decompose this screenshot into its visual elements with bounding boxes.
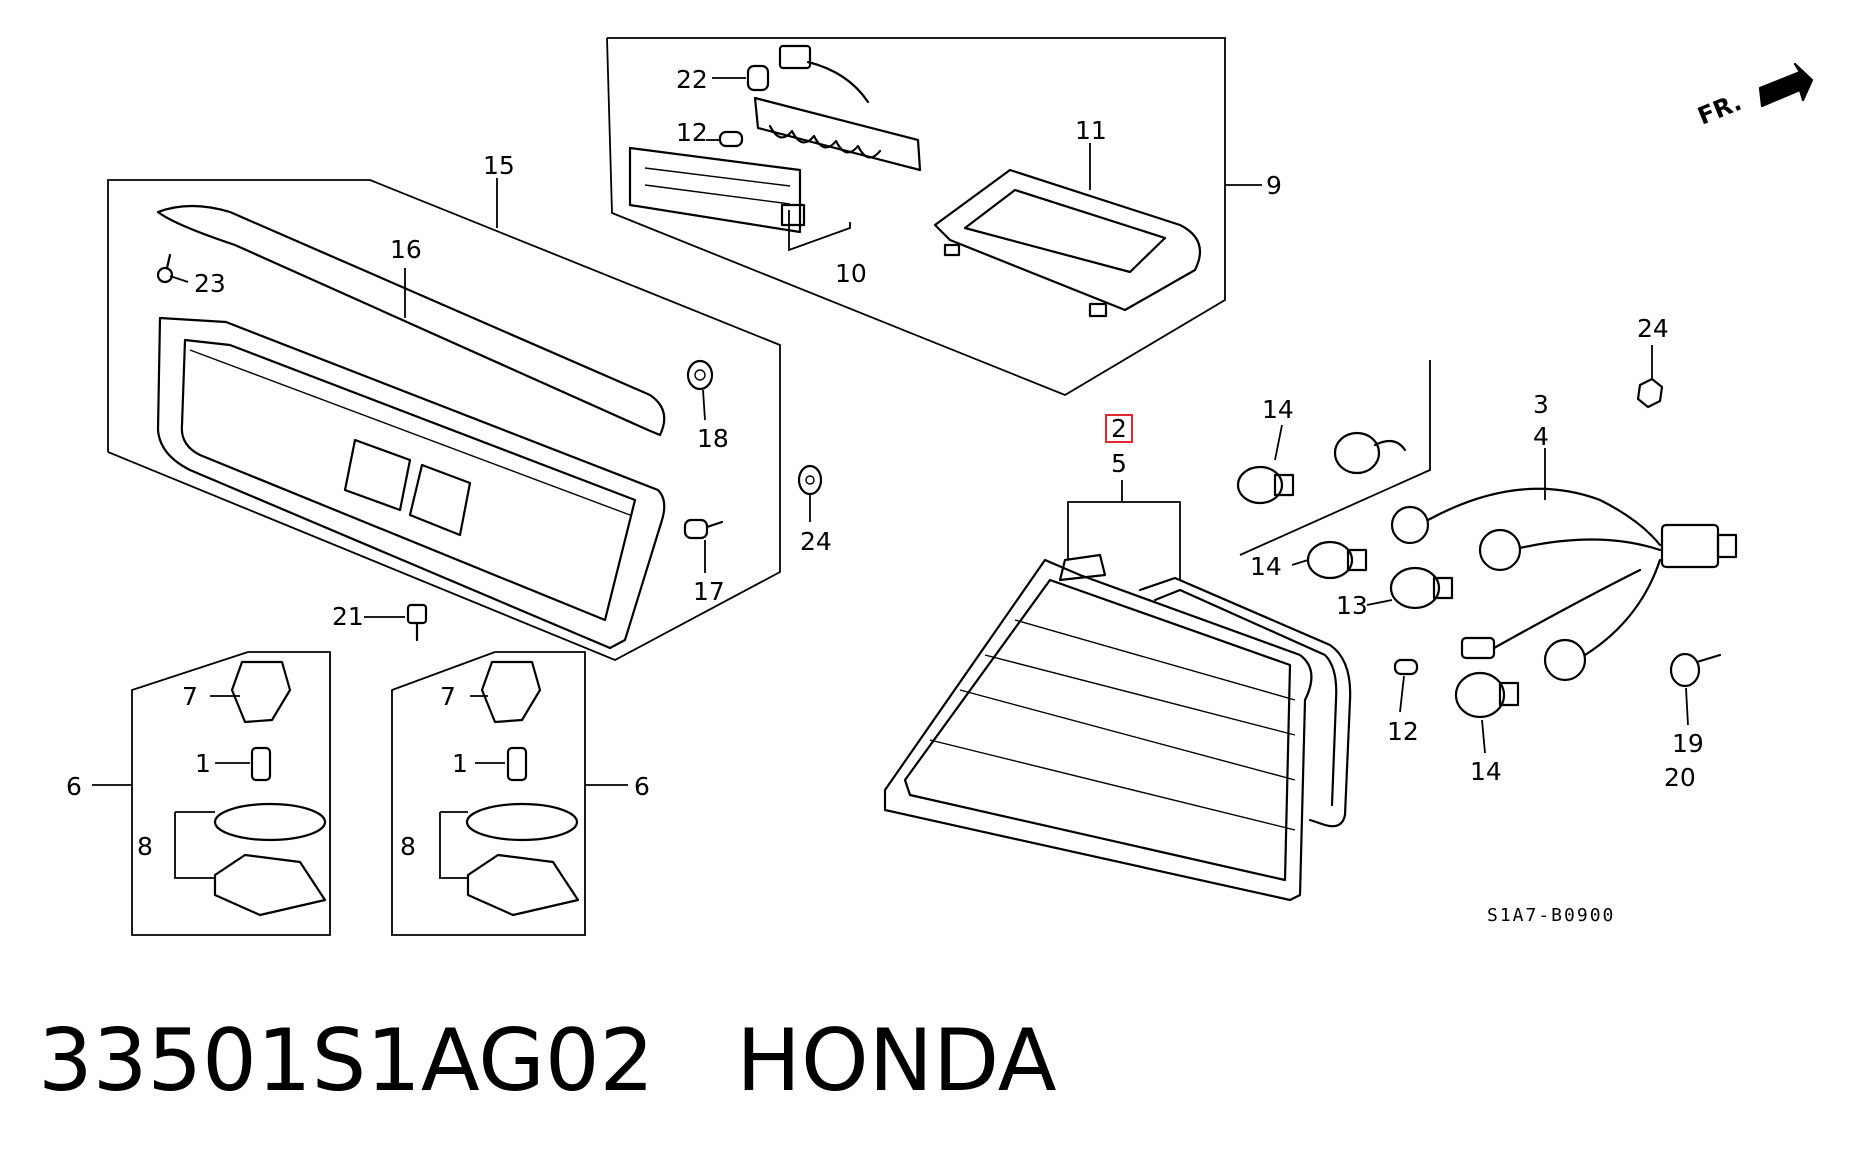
leader-lines	[92, 77, 1689, 879]
screw-19-20	[1669, 652, 1722, 688]
callout-5: 5	[1111, 449, 1127, 478]
bulb-13	[1389, 566, 1454, 610]
callout-11: 11	[1075, 116, 1107, 145]
callout-14-top: 14	[1262, 395, 1294, 424]
clip-22	[746, 64, 770, 92]
socket-top	[1333, 431, 1407, 475]
screw-23	[156, 253, 174, 284]
callout-2: 2	[1111, 414, 1127, 443]
screw-21	[406, 603, 428, 642]
callout-15: 15	[483, 151, 515, 180]
callout-6-left: 6	[66, 772, 82, 801]
caption-brand: HONDA	[736, 1011, 1057, 1111]
callout-18: 18	[697, 424, 729, 453]
callout-24-right: 24	[1637, 314, 1669, 343]
caption-part-number: 33501S1AG02	[38, 1011, 655, 1111]
callout-16: 16	[390, 235, 422, 264]
high-mount-light-cover	[933, 168, 1202, 318]
tail-light-lens	[883, 553, 1352, 902]
license-light-parts-left	[213, 660, 327, 917]
diagram-code: S1A7-B0900	[1487, 905, 1615, 926]
callout-9: 9	[1266, 171, 1282, 200]
callout-19: 19	[1672, 729, 1704, 758]
highlight-box	[1105, 414, 1133, 443]
nut-24-left	[797, 464, 823, 496]
callout-labels: 22 12 10 11 9 15 16 23 18 17 24 21 7 7 1…	[66, 65, 1704, 861]
callout-7-right: 7	[440, 682, 456, 711]
callout-1-left: 1	[195, 749, 211, 778]
high-mount-light-unit	[628, 44, 922, 234]
callout-12-right: 12	[1387, 717, 1419, 746]
callout-4: 4	[1533, 422, 1549, 451]
callout-21: 21	[332, 602, 364, 631]
callout-23: 23	[194, 269, 226, 298]
callout-8-right: 8	[400, 832, 416, 861]
callout-8-left: 8	[137, 832, 153, 861]
callout-24-left: 24	[800, 527, 832, 556]
callout-12-top: 12	[676, 118, 708, 147]
bulb-12-right	[1393, 658, 1419, 676]
callout-10: 10	[835, 259, 867, 288]
license-garnish-frame	[156, 316, 666, 650]
callout-3: 3	[1533, 390, 1549, 419]
front-direction-arrow: FR.	[1694, 62, 1814, 131]
caption: 33501S1AG02 HONDA	[38, 1018, 1057, 1104]
wire-harness	[1390, 487, 1738, 682]
nut-24-right	[1636, 377, 1664, 409]
group-box-garnish	[107, 179, 781, 661]
group-box-license-light-right	[391, 651, 586, 936]
direction-label: FR.	[1694, 88, 1746, 131]
bulb-14-mid	[1306, 540, 1368, 580]
license-light-parts-right	[465, 660, 580, 917]
callout-1-right: 1	[452, 749, 468, 778]
callout-20: 20	[1664, 763, 1696, 792]
callout-17: 17	[693, 577, 725, 606]
bulb-14-bottom	[1454, 671, 1520, 719]
group-box-high-mount-light	[606, 37, 1226, 397]
callout-14-bottom: 14	[1470, 757, 1502, 786]
callout-13: 13	[1336, 591, 1368, 620]
callout-6-right: 6	[634, 772, 650, 801]
callout-22: 22	[676, 65, 708, 94]
bumper-17	[683, 518, 724, 540]
clip-18	[686, 359, 714, 391]
callout-7-left: 7	[182, 682, 198, 711]
callout-14-mid: 14	[1250, 552, 1282, 581]
bulb-12-top	[718, 130, 744, 148]
group-box-sockets	[1239, 360, 1431, 556]
bulb-14-top	[1236, 465, 1295, 505]
garnish-strip	[156, 204, 666, 437]
group-box-license-light-left	[131, 651, 331, 936]
